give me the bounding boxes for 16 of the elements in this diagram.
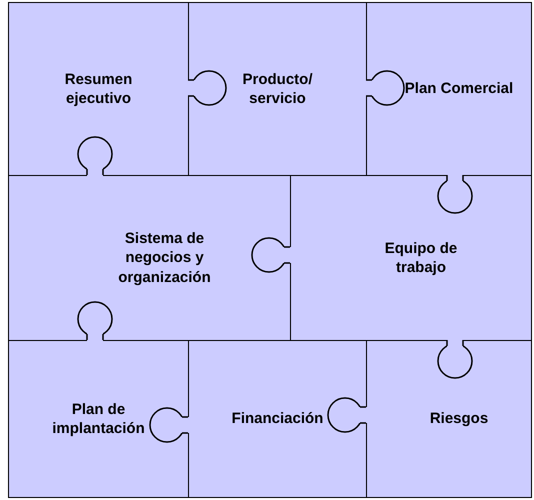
piece-label: Sistema de negocios y organización bbox=[117, 228, 212, 288]
puzzle-piece bbox=[8, 340, 189, 498]
piece-label: Riesgos bbox=[430, 409, 488, 429]
puzzle-piece bbox=[366, 340, 532, 498]
piece-label: Resumen ejecutivo bbox=[64, 70, 134, 108]
puzzle-piece bbox=[188, 340, 367, 498]
puzzle-piece bbox=[366, 2, 532, 176]
puzzle-piece bbox=[290, 175, 532, 341]
puzzle-piece bbox=[188, 2, 367, 176]
piece-label: Financiación bbox=[232, 409, 324, 429]
piece-label: Producto/ servicio bbox=[242, 70, 314, 108]
piece-label: Plan Comercial bbox=[404, 79, 514, 99]
puzzle-piece bbox=[8, 2, 189, 176]
piece-label: Equipo de trabajo bbox=[384, 238, 458, 278]
piece-label: Plan de implantación bbox=[51, 400, 146, 438]
puzzle-piece bbox=[8, 175, 291, 341]
